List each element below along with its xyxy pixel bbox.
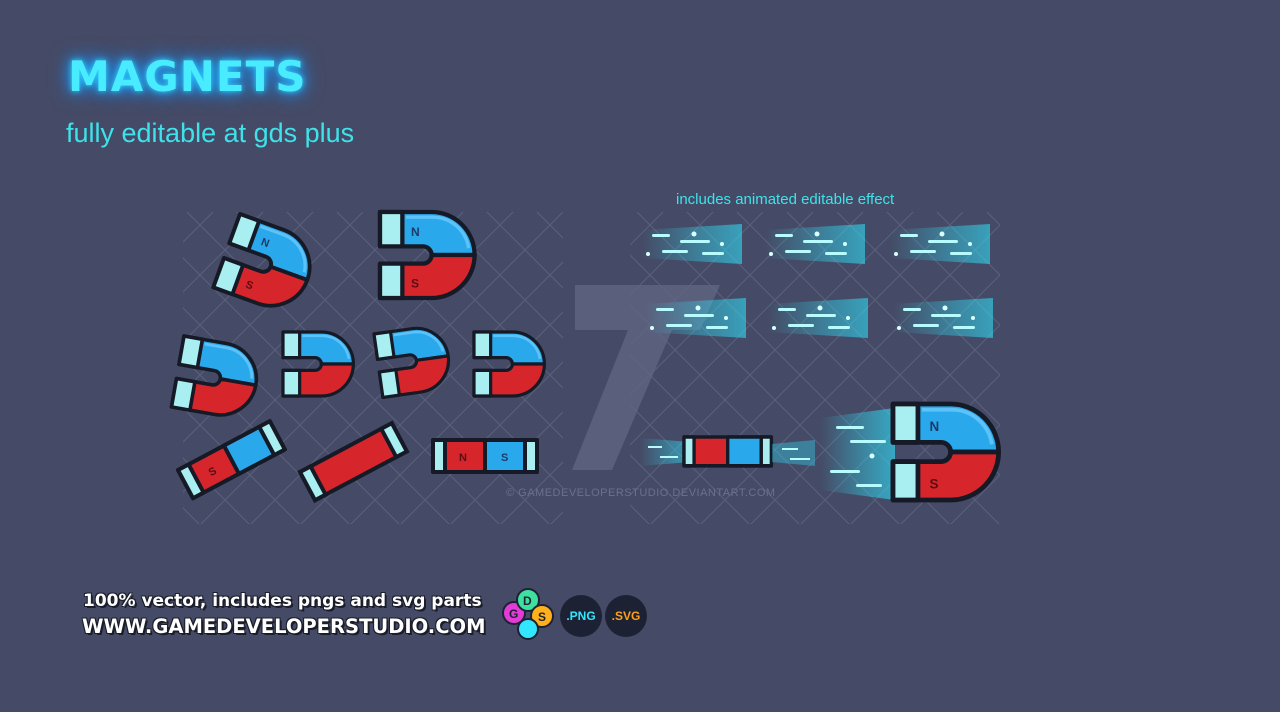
gds-letter-d: D: [523, 594, 532, 608]
north-label: N: [459, 452, 467, 464]
bar-magnet-animated: [640, 435, 815, 468]
gds-letter-g: G: [509, 607, 518, 621]
png-badge: .PNG: [560, 595, 602, 637]
north-label: N: [259, 236, 271, 250]
page-title: MAGNETS: [68, 52, 307, 101]
effect-frame-2: [765, 224, 865, 264]
page-subtitle: fully editable at gds plus: [66, 118, 355, 148]
magnet-3d-large: N S: [211, 212, 323, 319]
south-label: S: [411, 277, 419, 291]
svg-badge: .SVG: [605, 595, 647, 637]
watermark-logo: [572, 285, 720, 470]
bar-magnet-2: [297, 420, 410, 503]
effect-frame-1: [642, 224, 742, 264]
gds-logo: G D S: [502, 588, 554, 640]
south-label: S: [244, 279, 255, 293]
effect-frame-3: [890, 224, 990, 264]
bar-magnet-3: N S: [431, 438, 539, 474]
south-label: S: [929, 476, 938, 491]
gds-letter-s: S: [538, 610, 546, 624]
bar-magnet-1: S: [178, 421, 285, 498]
north-label: N: [411, 225, 420, 239]
effect-frame-5: [768, 298, 868, 338]
watermark-text: © GAMEDEVELOPERSTUDIO.DEVIANTART.COM: [506, 487, 776, 499]
magnet-animated-large: N S: [820, 404, 999, 500]
footer-website: WWW.GAMEDEVELOPERSTUDIO.COM: [82, 615, 486, 638]
south-label: S: [501, 452, 508, 464]
effect-caption: includes animated editable effect: [676, 191, 895, 208]
magnet-front-large: N S: [380, 212, 475, 298]
effect-frame-4: [646, 298, 746, 338]
footer-description: 100% vector, includes pngs and svg parts: [83, 591, 482, 611]
north-label: N: [929, 419, 939, 434]
effect-frame-6: [893, 298, 993, 338]
